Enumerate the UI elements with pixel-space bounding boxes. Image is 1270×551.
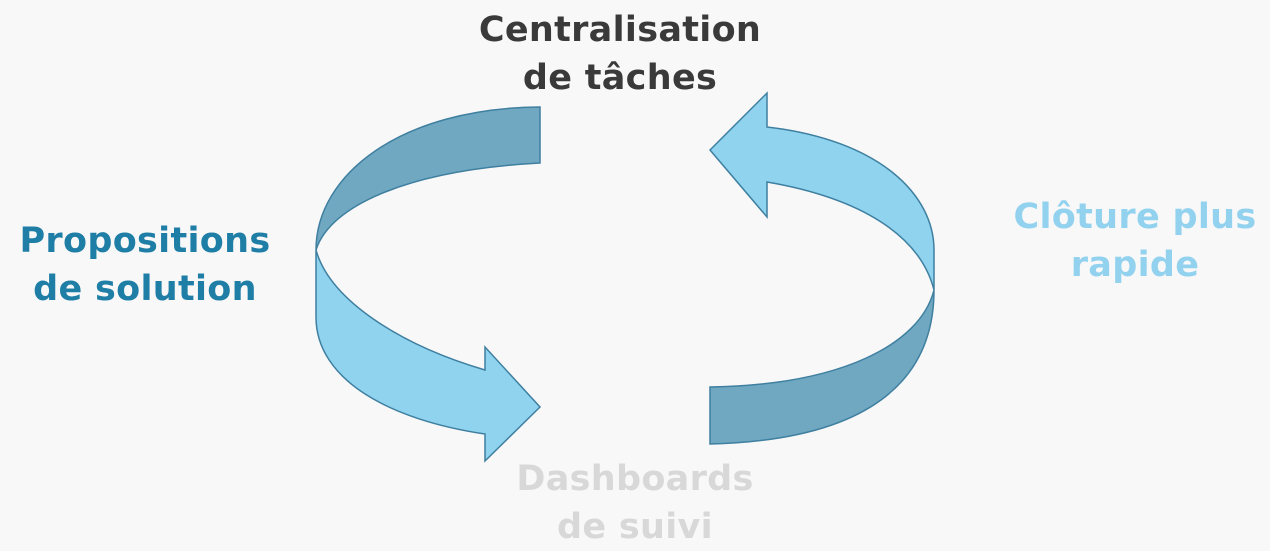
node-centralisation-line2: de tâches — [522, 58, 718, 98]
node-centralisation: Centralisation de tâches — [440, 6, 800, 102]
node-propositions: Propositions de solution — [0, 217, 290, 313]
right-arrow-front-band — [708, 91, 935, 291]
node-dashboards-line2: de suivi — [557, 507, 713, 547]
node-centralisation-line1: Centralisation — [478, 10, 762, 50]
node-propositions-line2: de solution — [33, 269, 257, 309]
node-cloture-line1: Clôture plus — [1013, 197, 1257, 237]
node-propositions-line1: Propositions — [19, 221, 271, 261]
left-arrow-back-band — [315, 106, 541, 251]
node-dashboards: Dashboards de suivi — [455, 455, 815, 551]
node-cloture-line2: rapide — [1070, 245, 1200, 285]
left-arrow-front-band — [315, 249, 542, 463]
right-arrow-back-band — [709, 289, 935, 445]
node-dashboards-line1: Dashboards — [516, 459, 754, 499]
node-cloture: Clôture plus rapide — [990, 193, 1270, 289]
